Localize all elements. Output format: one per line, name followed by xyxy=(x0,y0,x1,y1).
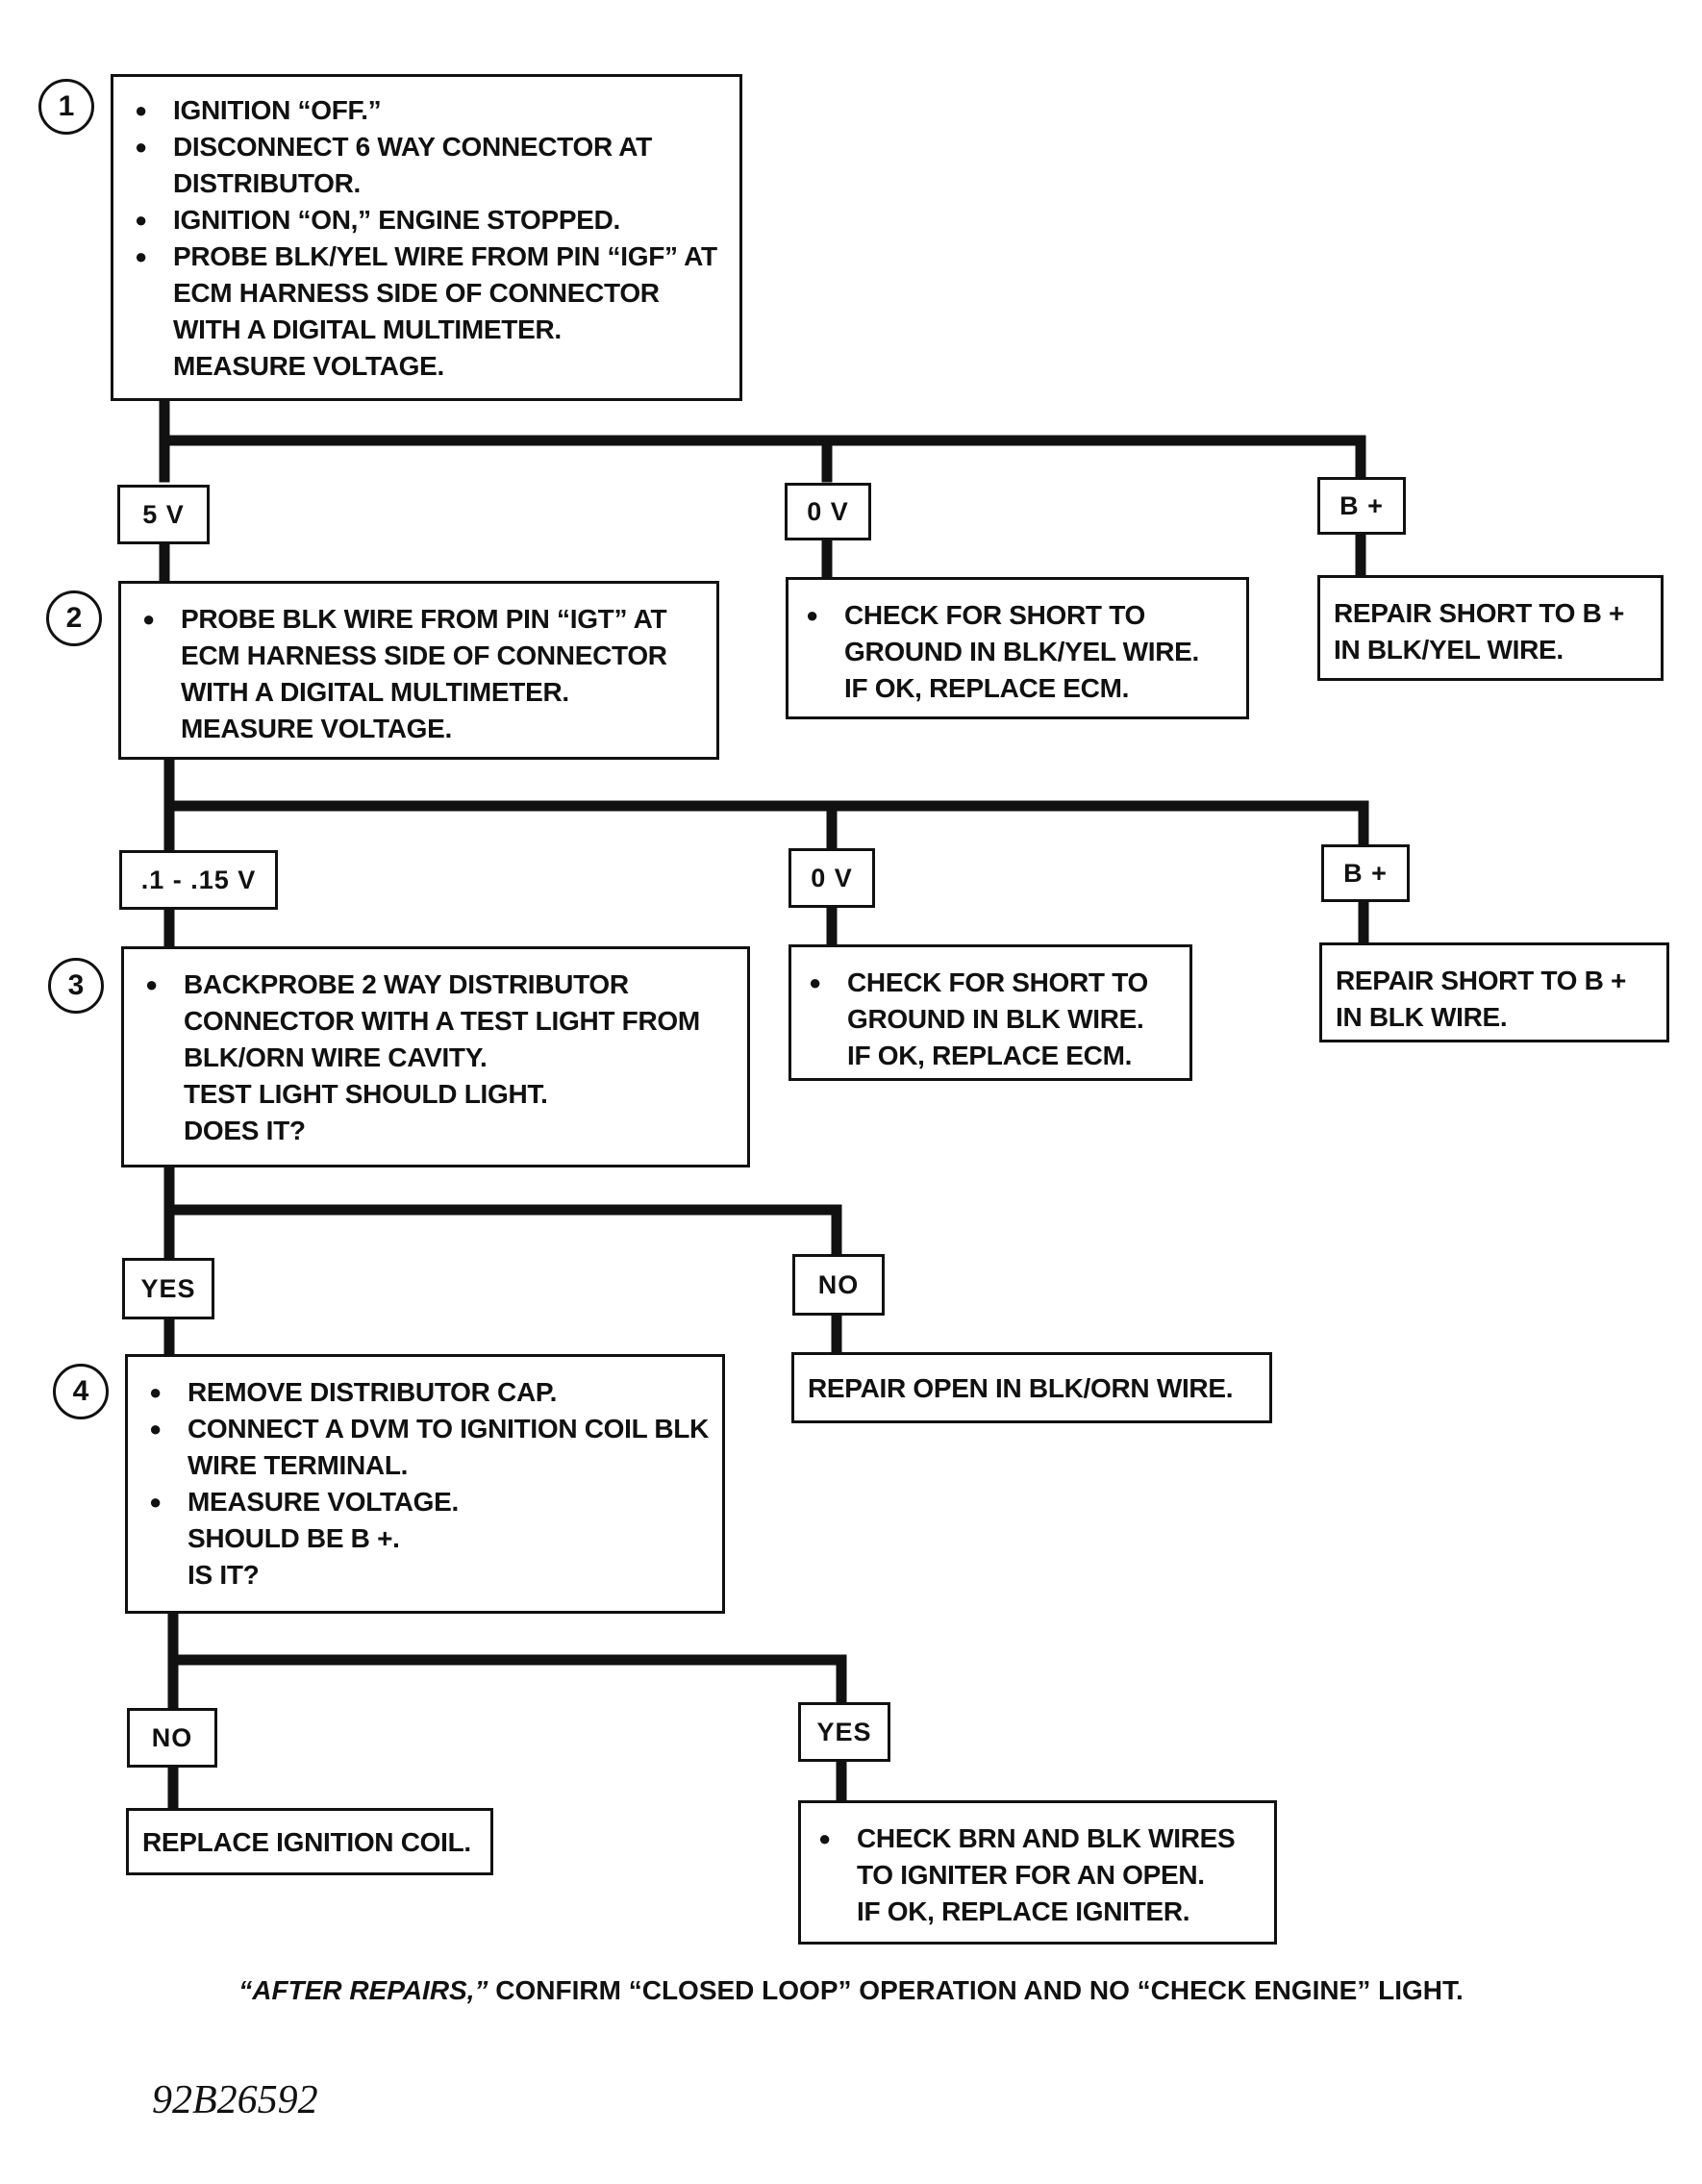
step-3-bullet: BACKPROBE 2 WAY DISTRIBUTOR CONNECTOR WI… xyxy=(138,966,736,1076)
step-2-box: PROBE BLK WIRE FROM PIN “IGT” AT ECM HAR… xyxy=(118,581,719,760)
step-1-bullet: IGNITION “ON,” ENGINE STOPPED. xyxy=(127,202,728,238)
branch-label-no: NO xyxy=(792,1254,885,1316)
step-3-question: DOES IT? xyxy=(184,1116,306,1145)
step-4-question: IS IT? xyxy=(188,1560,260,1590)
outcome-s1-0v-bullet: CHECK FOR SHORT TO GROUND IN BLK/YEL WIR… xyxy=(798,597,1237,670)
step-3-box: BACKPROBE 2 WAY DISTRIBUTOR CONNECTOR WI… xyxy=(121,946,750,1167)
outcome-s4-yes-box: CHECK BRN AND BLK WIRES TO IGNITER FOR A… xyxy=(798,1800,1277,1945)
connector-s3 xyxy=(163,1160,842,1260)
branch-label-yes: YES xyxy=(798,1702,890,1762)
step-4-bullet: CONNECT A DVM TO IGNITION COIL BLK WIRE … xyxy=(141,1411,711,1484)
step-3-bullets: BACKPROBE 2 WAY DISTRIBUTOR CONNECTOR WI… xyxy=(138,966,736,1076)
outcome-s4-yes-tail: IF OK, REPLACE IGNITER. xyxy=(857,1896,1190,1926)
outcome-s3-no-text: REPAIR OPEN IN BLK/ORN WIRE. xyxy=(808,1373,1234,1403)
outcome-s4-no-text: REPLACE IGNITION COIL. xyxy=(142,1827,471,1857)
outcome-s2-bplus-text: REPAIR SHORT TO B + IN BLK WIRE. xyxy=(1336,966,1627,1032)
step-1-circle: 1 xyxy=(38,79,94,135)
branch-label-0v: 0 V xyxy=(785,483,871,540)
outcome-s4-yes-bullet: CHECK BRN AND BLK WIRES TO IGNITER FOR A… xyxy=(811,1820,1264,1894)
branch-label-yes: YES xyxy=(122,1258,214,1319)
branch-label-no: NO xyxy=(127,1708,217,1768)
step-2-instruction: MEASURE VOLTAGE. xyxy=(181,714,452,743)
branch-label-bplus: B + xyxy=(1321,844,1410,902)
connector-s1 xyxy=(159,389,1366,483)
outcome-s4-no-box: REPLACE IGNITION COIL. xyxy=(126,1808,493,1875)
step-1-instruction: MEASURE VOLTAGE. xyxy=(173,351,444,381)
step-3-instruction: TEST LIGHT SHOULD LIGHT. xyxy=(184,1079,548,1109)
outcome-s3-no-box: REPAIR OPEN IN BLK/ORN WIRE. xyxy=(791,1352,1272,1423)
step-1-bullet: PROBE BLK/YEL WIRE FROM PIN “IGF” AT ECM… xyxy=(127,238,728,348)
after-repairs-note: “AFTER REPAIRS,” CONFIRM “CLOSED LOOP” O… xyxy=(0,1975,1702,2006)
step-1-bullet: DISCONNECT 6 WAY CONNECTOR AT DISTRIBUTO… xyxy=(127,129,728,202)
after-repairs-text: CONFIRM “CLOSED LOOP” OPERATION AND NO “… xyxy=(488,1975,1464,2005)
step-4-box: REMOVE DISTRIBUTOR CAP. CONNECT A DVM TO… xyxy=(125,1354,725,1614)
outcome-s2-0v-tail: IF OK, REPLACE ECM. xyxy=(847,1041,1133,1070)
outcome-s2-bplus-box: REPAIR SHORT TO B + IN BLK WIRE. xyxy=(1319,942,1669,1042)
outcome-s1-0v-bullets: CHECK FOR SHORT TO GROUND IN BLK/YEL WIR… xyxy=(798,597,1237,670)
branch-label-range: .1 - .15 V xyxy=(119,850,278,910)
outcome-s1-0v-tail: IF OK, REPLACE ECM. xyxy=(844,673,1130,703)
branch-label-bplus: B + xyxy=(1317,477,1406,535)
figure-id: 92B26592 xyxy=(152,2078,318,2122)
outcome-s2-0v-box: CHECK FOR SHORT TO GROUND IN BLK WIRE. I… xyxy=(788,944,1192,1081)
branch-label-5v: 5 V xyxy=(117,485,210,544)
branch-label-0v: 0 V xyxy=(788,848,875,908)
outcome-s1-0v-box: CHECK FOR SHORT TO GROUND IN BLK/YEL WIR… xyxy=(786,577,1249,719)
step-4-circle: 4 xyxy=(53,1364,109,1419)
step-4-bullets: REMOVE DISTRIBUTOR CAP. CONNECT A DVM TO… xyxy=(141,1374,711,1520)
step-4-expected: SHOULD BE B +. xyxy=(188,1523,400,1553)
step-4-bullet: REMOVE DISTRIBUTOR CAP. xyxy=(141,1374,711,1411)
step-1-bullet: IGNITION “OFF.” xyxy=(127,92,728,129)
outcome-s1-bplus-box: REPAIR SHORT TO B + IN BLK/YEL WIRE. xyxy=(1317,575,1664,681)
outcome-s1-bplus-text: REPAIR SHORT TO B + IN BLK/YEL WIRE. xyxy=(1334,598,1625,665)
step-3-circle: 3 xyxy=(48,958,104,1014)
step-1-box: IGNITION “OFF.” DISCONNECT 6 WAY CONNECT… xyxy=(111,74,742,401)
after-repairs-emphasis: “AFTER REPAIRS,” xyxy=(238,1975,488,2005)
step-4-bullet: MEASURE VOLTAGE. xyxy=(141,1484,711,1520)
step-2-bullets: PROBE BLK WIRE FROM PIN “IGT” AT ECM HAR… xyxy=(135,601,705,711)
step-2-bullet: PROBE BLK WIRE FROM PIN “IGT” AT ECM HAR… xyxy=(135,601,705,711)
outcome-s2-0v-bullets: CHECK FOR SHORT TO GROUND IN BLK WIRE. xyxy=(801,965,1180,1038)
outcome-s4-yes-bullets: CHECK BRN AND BLK WIRES TO IGNITER FOR A… xyxy=(811,1820,1264,1894)
outcome-s2-0v-bullet: CHECK FOR SHORT TO GROUND IN BLK WIRE. xyxy=(801,965,1180,1038)
connector-s2 xyxy=(163,756,1369,852)
step-2-circle: 2 xyxy=(46,590,102,646)
step-1-bullets: IGNITION “OFF.” DISCONNECT 6 WAY CONNECT… xyxy=(127,92,728,348)
connector-s4 xyxy=(167,1606,847,1710)
